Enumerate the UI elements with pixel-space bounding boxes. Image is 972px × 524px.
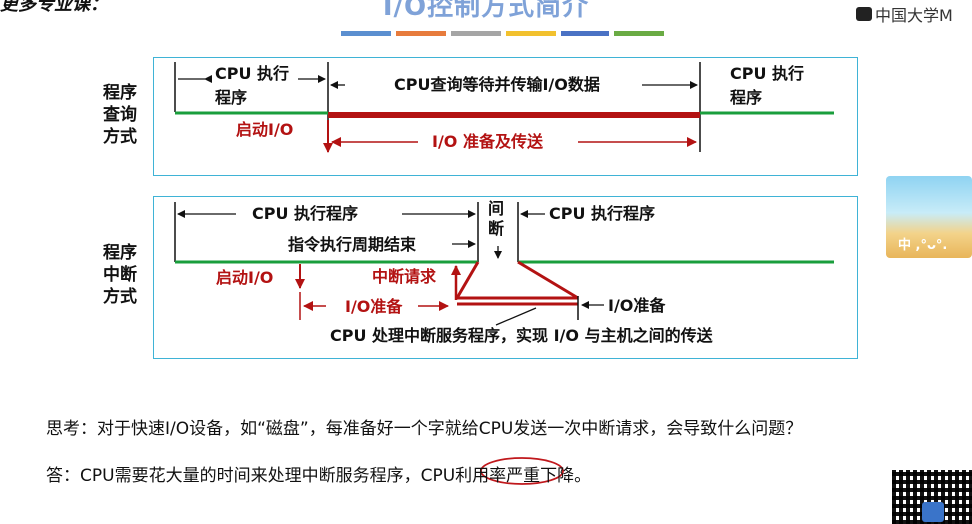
interrupt-label-line-1: 程序 xyxy=(103,243,137,263)
color-bar-1 xyxy=(341,31,391,36)
polling-cpu-exec-1a: CPU 执行 xyxy=(215,64,289,83)
brand-text: 中国大学M xyxy=(875,6,953,25)
polling-label: 程序 查询 方式 xyxy=(90,82,150,148)
video-thumbnail[interactable]: 中 ,°ᴗ°. xyxy=(886,176,972,258)
instr-end-text: 指令执行周期结束 xyxy=(288,235,417,254)
color-bar-2 xyxy=(396,31,446,36)
qr-badge-icon xyxy=(922,502,944,522)
brand: 中国大学M xyxy=(856,2,953,26)
polling-label-line-1: 程序 xyxy=(103,83,137,103)
color-bar-5 xyxy=(561,31,609,36)
interrupt-char-2: 断 xyxy=(488,219,504,238)
int-request-text: 中断请求 xyxy=(372,267,437,286)
polling-cpu-exec-2a: CPU 执行 xyxy=(730,64,804,83)
int-cpu-exec-1: CPU 执行程序 xyxy=(252,204,358,223)
polling-start-io: 启动I/O xyxy=(236,120,293,139)
polling-cpu-exec-2b: 程序 xyxy=(730,88,762,107)
polling-wait-text: CPU查询等待并传输I/O数据 xyxy=(394,75,600,94)
interrupt-panel xyxy=(153,196,858,359)
highlight-circle xyxy=(480,457,564,485)
color-bar-6 xyxy=(614,31,664,36)
polling-label-line-2: 查询 xyxy=(103,105,137,125)
isr-right-edge xyxy=(517,260,579,300)
color-bar-3 xyxy=(451,31,501,36)
interrupt-timeline: CPU 执行程序 间 断 CPU 执行程序 指令执行周期结束 启动I/O 中断请… xyxy=(174,199,834,345)
interrupt-label-line-3: 方式 xyxy=(103,287,137,307)
answer-highlight: CPU利用率 xyxy=(420,466,507,486)
interrupt-char-1: 间 xyxy=(488,199,504,218)
polling-label-line-3: 方式 xyxy=(103,127,137,147)
thinking-answer: 答：CPU需要花大量的时间来处理中断服务程序，CPU利用率严重下降。 xyxy=(46,461,591,486)
int-cpu-exec-2: CPU 执行程序 xyxy=(549,204,655,223)
isr-left-edge xyxy=(455,261,480,299)
answer-suffix: 严重下降。 xyxy=(506,466,592,486)
thinking-question: 思考：对于快速I/O设备，如“磁盘”，每准备好一个字就给CPU发送一次中断请求，… xyxy=(46,419,803,439)
qr-code-icon xyxy=(892,470,972,524)
brand-logo-icon xyxy=(856,7,872,21)
int-io-prepare-right: I/O准备 xyxy=(608,296,666,315)
answer-prefix: 答：CPU需要花大量的时间来处理中断服务程序， xyxy=(46,466,421,486)
int-start-io-text: 启动I/O xyxy=(216,268,273,287)
interrupt-label: 程序 中断 方式 xyxy=(90,242,150,308)
slide-title: I/O控制方式简介 xyxy=(382,0,590,22)
polling-timeline: CPU 执行 程序 CPU查询等待并传输I/O数据 CPU 执行 程序 启动I/… xyxy=(174,62,834,153)
isr-pointer-line xyxy=(495,307,537,326)
thumbnail-text: 中 ,°ᴗ°. xyxy=(898,238,948,253)
corner-text: 更多专业课： xyxy=(0,0,108,15)
color-bar-4 xyxy=(506,31,556,36)
polling-io-prepare: I/O 准备及传送 xyxy=(432,132,544,151)
int-io-prepare-left: I/O准备 xyxy=(345,297,403,316)
isr-text: CPU 处理中断服务程序，实现 I/O 与主机之间的传送 xyxy=(330,326,714,345)
polling-cpu-exec-1b: 程序 xyxy=(215,88,247,107)
interrupt-label-line-2: 中断 xyxy=(103,265,137,285)
